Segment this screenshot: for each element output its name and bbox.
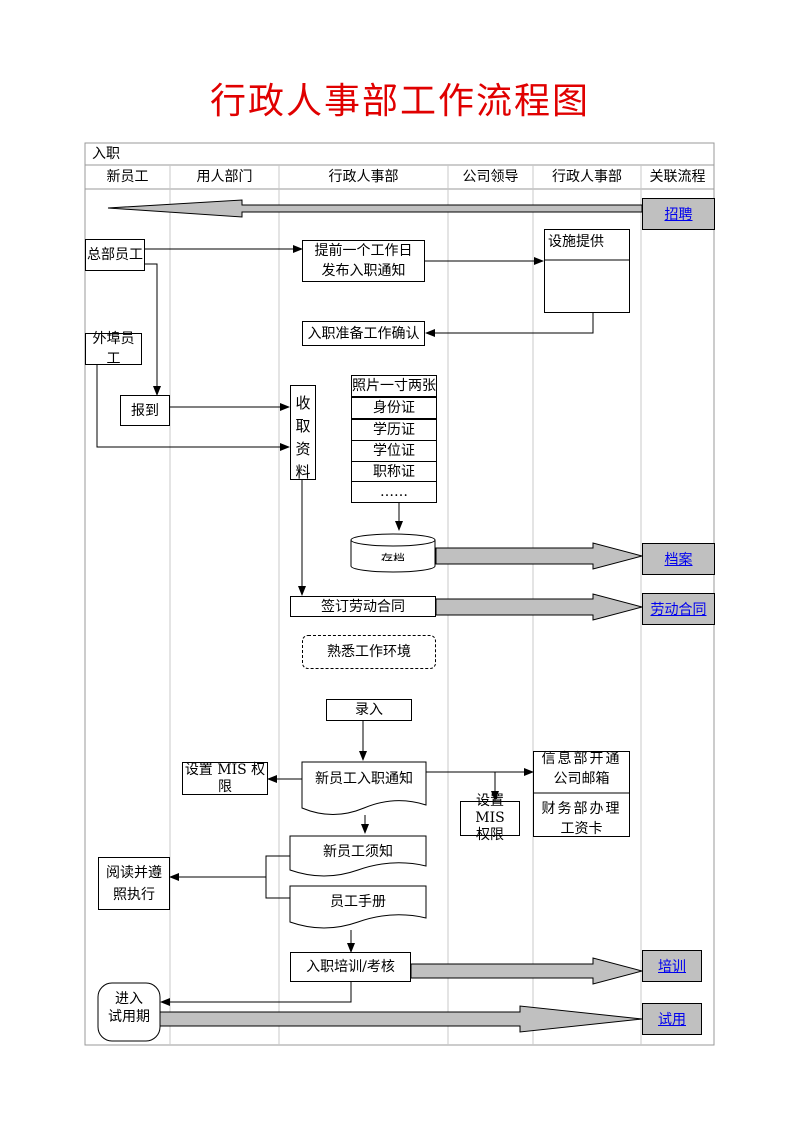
doc-diploma: 学历证 <box>351 419 437 441</box>
collect-char-4: 料 <box>295 463 311 481</box>
node-probation: 进入 试用期 <box>98 990 160 1026</box>
node-mis-mid: 设置 MIS 权限 <box>460 793 520 843</box>
node-newhire-guide: 新员工须知 <box>323 844 393 860</box>
node-fin-line1: 财务部办理 <box>541 801 622 817</box>
collect-char-1: 收 <box>295 394 311 412</box>
arrow-probation <box>159 1005 643 1033</box>
node-newhire-notice: 新员工入职通知 <box>315 771 413 787</box>
column-header-admin-hr-2: 行政人事部 <box>552 169 622 185</box>
related-probation[interactable]: 试用 <box>642 1003 702 1035</box>
node-publish-notice: 提前一个工作日 发布入职通知 <box>302 240 425 282</box>
node-handbook: 员工手册 <box>330 894 386 910</box>
doc-id-card: 身份证 <box>351 397 437 419</box>
arrow-archive <box>435 542 644 570</box>
node-it-line1: 信息部开通 <box>541 751 622 767</box>
node-mis-mid-line2: 权限 <box>476 827 504 843</box>
node-read-line1: 阅读并遵 <box>106 864 162 881</box>
node-publish-notice-line1: 提前一个工作日 <box>314 243 413 259</box>
node-publish-notice-line2: 发布入职通知 <box>321 263 406 279</box>
node-storage-label: 存档 <box>380 552 405 561</box>
related-archive[interactable]: 档案 <box>642 543 715 575</box>
arrow-contract <box>435 593 644 621</box>
related-contract-link[interactable]: 劳动合同 <box>650 602 707 618</box>
column-header-leadership: 公司领导 <box>462 169 519 185</box>
related-recruit-link[interactable]: 招聘 <box>664 207 693 223</box>
node-hq-staff: 总部员工 <box>85 239 145 271</box>
arrow-recruit <box>107 199 643 218</box>
column-header-related: 关联流程 <box>649 169 706 185</box>
page-title: 行政人事部工作流程图 <box>209 81 590 122</box>
related-probation-link[interactable]: 试用 <box>658 1012 686 1028</box>
node-fin-line2: 工资卡 <box>560 821 603 837</box>
doc-ellipsis: …… <box>351 481 437 503</box>
shape-handbook <box>289 885 427 929</box>
column-header-hiring-dept: 用人部门 <box>196 169 253 185</box>
node-read-line2: 照执行 <box>113 886 155 903</box>
node-mis-left: 设置 MIS 权 限 <box>182 762 268 795</box>
related-training[interactable]: 培训 <box>642 950 702 982</box>
shape-newhire-guide <box>289 835 427 877</box>
node-probation-line1: 进入 <box>115 991 143 1007</box>
node-train-assess: 入职培训/考核 <box>290 952 411 982</box>
related-recruit[interactable]: 招聘 <box>642 198 715 230</box>
collect-char-3: 资 <box>295 440 311 458</box>
node-it-finance: 信息部开通 公司邮箱 财务部办理 工资卡 <box>533 751 630 837</box>
node-remote-staff: 外埠员工 <box>85 331 142 367</box>
related-contract[interactable]: 劳动合同 <box>642 593 715 625</box>
section-label: 入职 <box>92 146 120 162</box>
doc-title-cert: 职称证 <box>351 461 437 483</box>
shape-newhire-notice <box>301 761 427 815</box>
node-prep-confirm: 入职准备工作确认 <box>302 321 425 346</box>
node-collect-materials: 收 取 资 料 <box>290 385 316 481</box>
node-mis-left-line2: 限 <box>218 778 232 795</box>
node-enter: 录入 <box>326 699 412 721</box>
node-sign-contract: 签订劳动合同 <box>290 596 436 617</box>
node-mis-left-line1: 设置 MIS 权 <box>184 761 266 778</box>
storage-cylinder <box>350 533 436 573</box>
related-archive-link[interactable]: 档案 <box>664 552 693 568</box>
collect-char-2: 取 <box>295 417 311 435</box>
doc-degree: 学位证 <box>351 440 437 462</box>
arrow-training <box>410 957 644 985</box>
node-familiarize: 熟悉工作环境 <box>302 635 436 669</box>
related-training-link[interactable]: 培训 <box>658 959 686 975</box>
node-facilities: 设施提供 <box>544 229 630 313</box>
column-header-new-staff: 新员工 <box>106 169 149 185</box>
node-it-line2: 公司邮箱 <box>553 771 610 787</box>
shape-probation <box>97 982 161 1042</box>
node-mis-mid-line1: 设置 MIS <box>475 793 505 826</box>
node-probation-line2: 试用期 <box>108 1009 150 1025</box>
column-header-admin-hr: 行政人事部 <box>328 169 399 185</box>
node-read-follow: 阅读并遵 照执行 <box>98 857 170 910</box>
node-report: 报到 <box>120 395 170 426</box>
doc-photo: 照片一寸两张 <box>351 375 437 397</box>
